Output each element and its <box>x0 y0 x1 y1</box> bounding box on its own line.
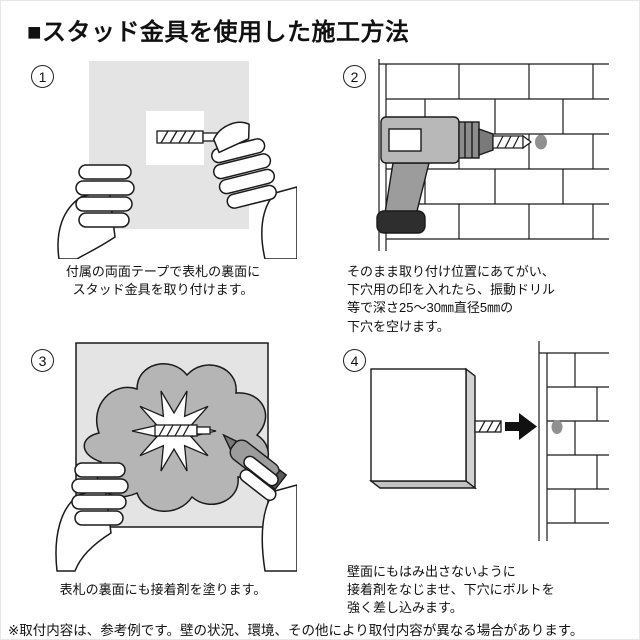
step-2: 2 <box>341 59 621 343</box>
step-4: 4 <box>341 341 621 623</box>
page-title: ■スタッド金具を使用した施工方法 <box>27 19 410 46</box>
step-1-number: 1 <box>31 65 54 88</box>
step-1: 1 <box>29 59 297 343</box>
brick-wall <box>538 341 609 541</box>
insert-arrow-icon <box>505 413 537 440</box>
step-1-illustration <box>57 61 297 259</box>
stud-screw-icon <box>156 130 220 144</box>
footnote: ※取付内容は、参考例です。壁の状況、環境、その他により取付内容が異なる場合があり… <box>8 623 584 638</box>
step-3-number: 3 <box>31 349 54 372</box>
step-2-number: 2 <box>343 65 366 88</box>
step-4-illustration <box>368 341 609 541</box>
drill-bit-icon <box>492 134 532 150</box>
stud-bolt-icon <box>474 420 502 433</box>
step-4-number: 4 <box>343 349 366 372</box>
step-3-illustration <box>55 342 297 572</box>
pilot-hole-mark <box>535 134 547 150</box>
step-4-caption: 壁面にもはみ出さないように 接着剤をなじませ、下穴にボルトを 強く差し込みます。 <box>347 564 555 616</box>
step-2-caption: そのまま取り付け位置にあてがい、 下穴用の印を入れたら、振動ドリル 等で深さ25… <box>347 264 556 334</box>
step-3: 3 <box>29 341 297 623</box>
nameplate <box>368 367 478 490</box>
drill-icon <box>376 116 532 234</box>
stud-screw-icon <box>154 424 211 437</box>
right-hand-icon <box>239 455 297 572</box>
left-hand-icon <box>55 462 129 572</box>
pilot-hole-mark <box>551 420 563 434</box>
step-1-caption: 付属の両面テープで表札の裏面に スタッド金具を取り付けます。 <box>65 264 261 298</box>
left-hand-icon <box>57 164 135 259</box>
right-hand-icon <box>211 121 297 259</box>
step-3-caption: 表札の裏面にも接着剤を塗ります。 <box>59 582 267 597</box>
step-2-illustration <box>376 59 609 251</box>
